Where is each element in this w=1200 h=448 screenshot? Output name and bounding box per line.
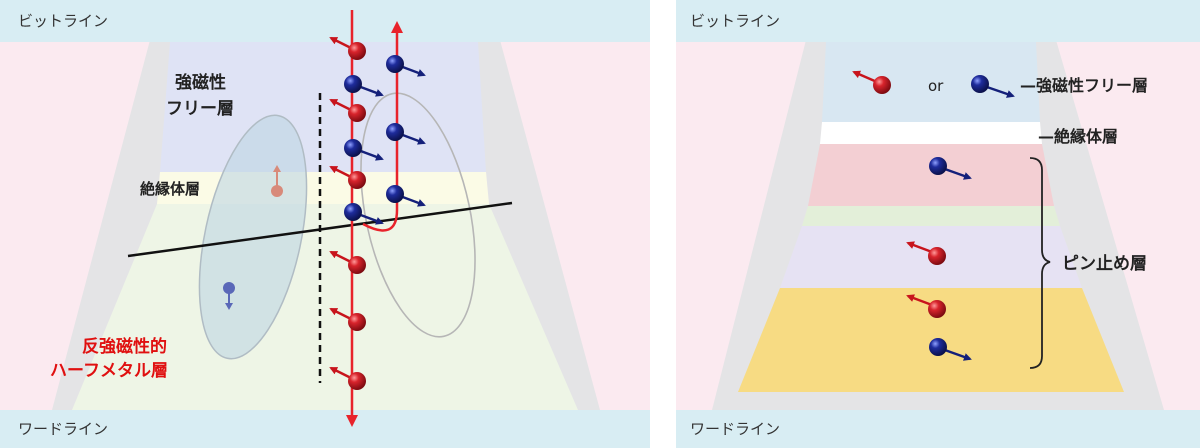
insulator-region <box>157 172 489 204</box>
pin-layer-yellow <box>738 288 1124 392</box>
spin-blue <box>971 75 1015 98</box>
spin-red <box>329 366 366 390</box>
spin-red <box>852 70 891 94</box>
free-layer-label: —強磁性フリー層 <box>1020 76 1149 95</box>
spin-red <box>906 294 946 318</box>
pinned-layer-brace <box>1029 157 1051 369</box>
bit-line-band <box>676 0 1200 42</box>
faint-spin-arrow-up-head <box>273 165 281 172</box>
word-line-label: ワードライン <box>18 420 109 438</box>
insulator-region <box>820 122 1042 144</box>
or-label: or <box>928 77 944 95</box>
bit-line-band <box>0 0 650 42</box>
spin-red <box>329 165 366 189</box>
spin-red <box>329 250 366 274</box>
spin-blue <box>929 338 972 361</box>
free-layer-label-line2: フリー層 <box>166 99 234 119</box>
faint-spin-arrow-down-head <box>225 303 233 310</box>
interface-line <box>127 201 513 258</box>
spin-blue <box>386 185 426 207</box>
bit-line-label: ビットライン <box>18 12 109 30</box>
spin-red <box>329 307 366 331</box>
spin-red <box>906 241 946 265</box>
bit-line-label: ビットライン <box>690 12 781 30</box>
free-layer-label-line1: 強磁性 <box>175 73 226 93</box>
spin-ellipse-left <box>198 114 308 360</box>
faint-red-spin <box>271 185 283 197</box>
spin-blue <box>344 203 384 225</box>
spin-red <box>329 36 366 60</box>
pin-layer-green <box>802 206 1060 226</box>
left-diagram-panel: ビットライン ワードライン 強磁性 フリー層 絶縁体層 反強磁性的 ハーフメタル… <box>0 0 650 448</box>
half-metal-region <box>72 204 578 410</box>
free-layer-region <box>822 42 1040 122</box>
current-line-return <box>362 21 403 232</box>
spin-blue <box>344 139 384 161</box>
right-diagram-panel: ビットライン ワードライン or —強磁性フリー層 —絶縁体層 ピン止め層 <box>676 0 1200 448</box>
word-line-band <box>0 410 650 448</box>
right-diagram-svg <box>676 0 1200 448</box>
spin-blue <box>929 157 972 180</box>
spin-blue <box>386 55 426 77</box>
left-diagram-svg <box>0 0 650 448</box>
spin-blue <box>344 75 384 97</box>
spin-red <box>329 98 366 122</box>
half-metal-label-line2: ハーフメタル層 <box>50 361 168 381</box>
pin-layer-pink <box>808 144 1054 206</box>
word-line-label: ワードライン <box>690 420 781 438</box>
insulator-label: —絶縁体層 <box>1038 127 1119 146</box>
half-metal-label-line1: 反強磁性的 <box>82 337 167 357</box>
word-line-band <box>676 410 1200 448</box>
insulator-label: 絶縁体層 <box>140 180 201 198</box>
pinned-layer-label: ピン止め層 <box>1062 254 1147 274</box>
spin-blue <box>386 123 426 145</box>
faint-blue-spin <box>223 282 235 294</box>
